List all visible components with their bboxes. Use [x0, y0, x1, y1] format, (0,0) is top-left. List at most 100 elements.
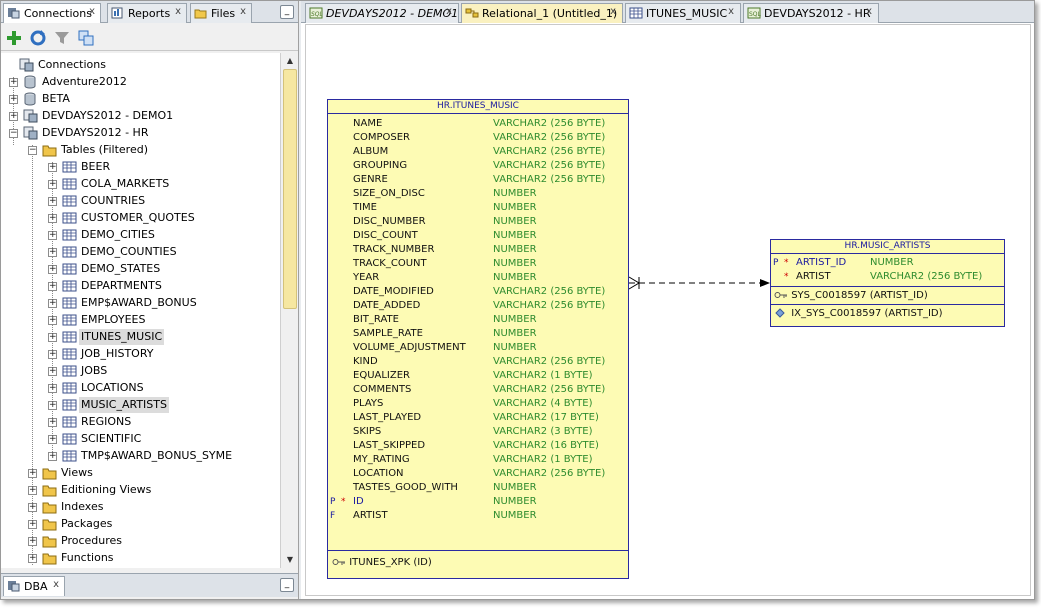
index-label: IX_SYS_C0018597 (ARTIST_ID) — [791, 308, 943, 319]
column-type: VARCHAR2 (256 BYTE) — [870, 271, 983, 282]
table-icon — [62, 160, 77, 174]
expand-toggle-icon[interactable]: + — [28, 536, 37, 546]
scroll-up-icon[interactable]: ▲ — [286, 56, 294, 65]
tree-scrollbar[interactable]: ▲ ▼ — [280, 53, 298, 568]
close-icon[interactable]: x — [175, 6, 181, 17]
expand-toggle-icon[interactable]: + — [28, 485, 37, 495]
close-icon[interactable]: x — [610, 6, 616, 17]
expand-toggle-icon[interactable]: − — [9, 128, 18, 138]
tab-dba[interactable]: DBA x — [3, 576, 65, 596]
close-icon[interactable]: x — [240, 6, 246, 17]
expand-toggle-icon[interactable]: + — [48, 332, 57, 342]
tab-connections[interactable]: Connections x — [3, 3, 101, 23]
expand-toggle-icon[interactable]: + — [48, 196, 57, 206]
expand-toggle-icon[interactable]: + — [48, 434, 57, 444]
tree-item-label: Packages — [61, 517, 113, 530]
tab-itunes-music[interactable]: ITUNES_MUSIC x — [625, 3, 741, 23]
close-icon[interactable]: x — [446, 6, 452, 17]
minimize-button[interactable]: _ — [280, 578, 294, 592]
expand-toggle-icon[interactable]: + — [48, 417, 57, 427]
tree-item-label: BEER — [81, 160, 111, 173]
expand-toggle-icon[interactable]: + — [48, 281, 57, 291]
tab-files[interactable]: Files x — [190, 3, 252, 23]
close-icon[interactable]: x — [728, 6, 734, 17]
expand-toggle-icon[interactable]: + — [9, 111, 18, 121]
expand-toggle-icon[interactable]: + — [48, 366, 57, 376]
expand-toggle-icon[interactable]: + — [48, 451, 57, 461]
tab-relational-1[interactable]: Relational_1 (Untitled_1) x — [461, 3, 623, 23]
close-icon[interactable]: x — [89, 6, 95, 17]
scrollbar-thumb[interactable] — [283, 69, 297, 309]
expand-toggle-icon[interactable]: + — [48, 400, 57, 410]
minimize-button[interactable]: _ — [280, 5, 294, 19]
expand-toggle-icon[interactable]: + — [48, 264, 57, 274]
column-type: VARCHAR2 (256 BYTE) — [493, 160, 606, 171]
tab-devdays-hr[interactable]: SQL DEVDAYS2012 - HR x — [743, 3, 879, 23]
tab-devdays-demo1[interactable]: SQL DEVDAYS2012 - DEMO1 x — [305, 3, 459, 23]
editor-area: SQL DEVDAYS2012 - DEMO1 x Relational_1 (… — [301, 1, 1034, 599]
refresh-icon[interactable] — [29, 29, 47, 47]
foreign-key-connector[interactable] — [306, 25, 1032, 597]
close-icon[interactable]: x — [53, 579, 59, 590]
entity-music-artists[interactable]: HR.MUSIC_ARTISTS SYS_C0018597 (ARTIST_ID… — [770, 239, 1005, 327]
filter-icon[interactable] — [53, 29, 71, 47]
add-connection-icon[interactable] — [5, 29, 23, 47]
expand-toggle-icon[interactable]: + — [28, 519, 37, 529]
expand-toggle-icon[interactable]: + — [9, 94, 18, 104]
column-type: NUMBER — [493, 244, 537, 255]
close-icon[interactable]: x — [866, 6, 872, 17]
expand-toggle-icon[interactable]: − — [28, 145, 37, 155]
expand-toggle-icon[interactable]: + — [48, 247, 57, 257]
expand-toggle-icon[interactable]: + — [28, 468, 37, 478]
expand-toggle-icon[interactable]: + — [48, 349, 57, 359]
scroll-down-icon[interactable]: ▼ — [286, 555, 294, 564]
schema-browser-icon[interactable] — [77, 29, 95, 47]
expand-toggle-icon[interactable]: + — [28, 502, 37, 512]
expand-toggle-icon[interactable]: + — [48, 162, 57, 172]
dba-tab-bar: DBA x _ — [1, 573, 298, 597]
expand-toggle-icon[interactable]: + — [48, 298, 57, 308]
expand-toggle-icon[interactable]: + — [48, 383, 57, 393]
expand-toggle-icon[interactable]: + — [48, 315, 57, 325]
expand-toggle-icon[interactable]: + — [48, 213, 57, 223]
entity-title: HR.ITUNES_MUSIC — [328, 100, 628, 114]
expand-toggle-icon[interactable]: + — [28, 553, 37, 563]
expand-toggle-icon[interactable]: + — [9, 77, 18, 87]
tab-reports[interactable]: Reports x — [107, 3, 187, 23]
expand-toggle-icon[interactable]: + — [48, 179, 57, 189]
expand-toggle-icon[interactable]: + — [48, 230, 57, 240]
